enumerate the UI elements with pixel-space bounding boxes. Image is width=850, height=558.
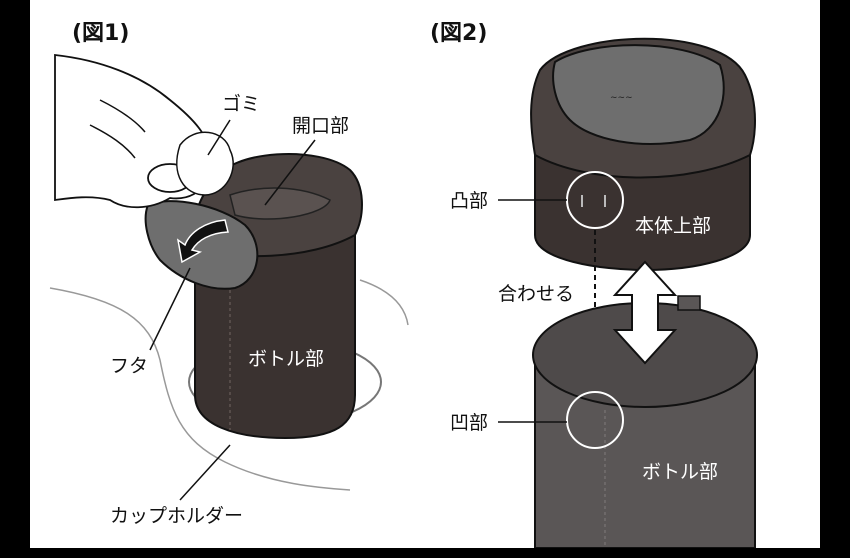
cup-holder-rim: [359, 279, 409, 326]
cap-logo-script: ~~~: [610, 93, 633, 103]
fig2-lid-flap: [552, 44, 725, 145]
leader-lid: [149, 267, 191, 351]
fig1-rotate-arrow: [176, 219, 229, 264]
trash-ball: [176, 131, 234, 196]
fig1-opening: [229, 187, 331, 220]
label-bottle-1: ボトル部: [248, 348, 324, 370]
concave-circle: [566, 391, 624, 449]
label-align: 合わせる: [498, 283, 574, 305]
figure-2: (図2) ~~~: [430, 21, 758, 548]
label-bottle-2: ボトル部: [642, 461, 718, 483]
label-concave: 凹部: [450, 412, 488, 434]
figure-1: (図1): [49, 21, 409, 527]
label-body-top: 本体上部: [635, 215, 711, 237]
fig2-bottle-tab: [677, 295, 701, 311]
fig1-title: (図1): [72, 21, 129, 46]
cup-holder-outline: [49, 287, 351, 491]
diagram-panel: (図1): [30, 0, 820, 548]
leader-gomi: [207, 119, 231, 156]
leader-opening: [264, 139, 316, 206]
label-gomi: ゴミ: [222, 93, 260, 115]
fig1-lid-flap: [144, 200, 259, 290]
leader-cupholder: [179, 444, 231, 501]
label-convex: 凸部: [450, 190, 488, 212]
fig2-title: (図2): [430, 21, 487, 46]
label-cupholder: カップホルダー: [110, 505, 243, 527]
diagram-canvas: (図1): [49, 21, 758, 548]
double-arrow: [612, 260, 678, 365]
hand-finger-lines: [89, 99, 146, 159]
label-opening: 開口部: [292, 115, 349, 137]
label-lid: フタ: [110, 355, 148, 377]
